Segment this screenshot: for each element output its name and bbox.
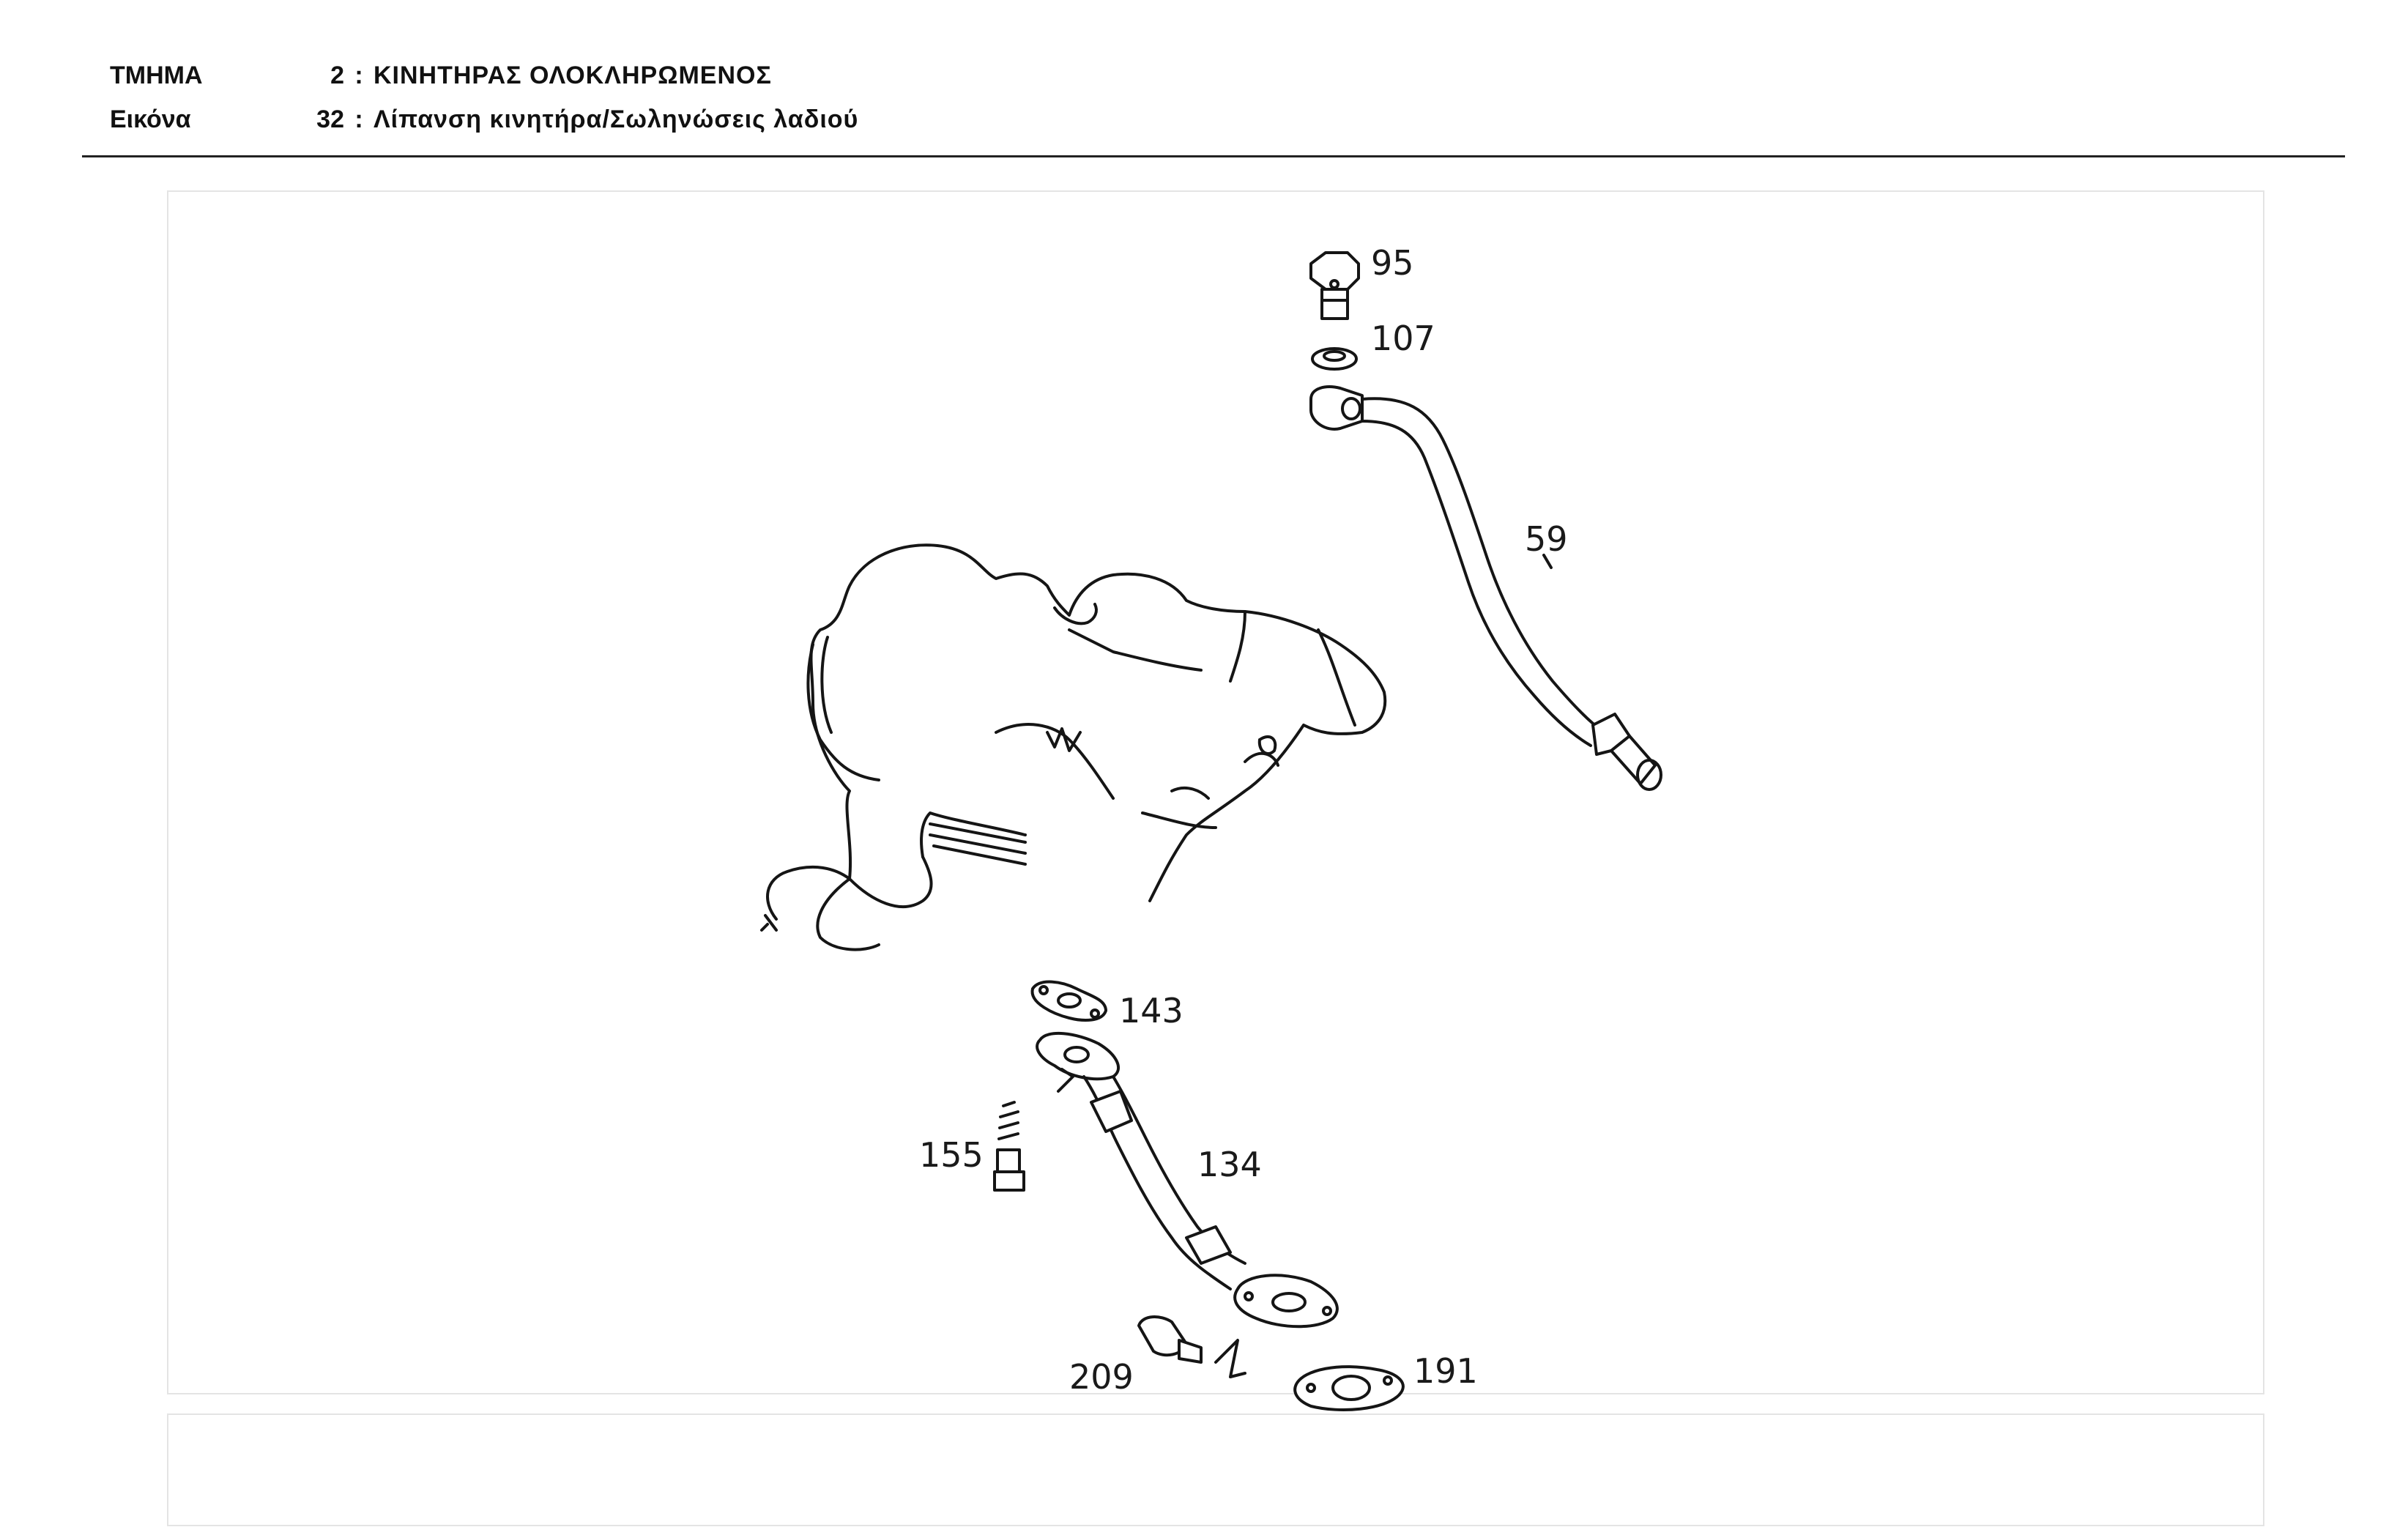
callout-leaders	[1542, 554, 1553, 569]
turbocharger-housing	[760, 543, 1387, 951]
part-59-oil-feed-line	[1309, 385, 1662, 791]
figure-colon: :	[354, 105, 363, 133]
section-title: ΚΙΝΗΤΗΡΑΣ ΟΛΟΚΛΗΡΩΜΕΝΟΣ	[374, 62, 772, 89]
part-143-gasket	[1030, 980, 1107, 1022]
figure-title: Λίπανση κινητήρα/Σωληνώσεις λαδιού	[374, 105, 859, 133]
callout-143: 143	[1119, 991, 1183, 1030]
background-table-ghost-row	[167, 1413, 2264, 1526]
callout-209: 209	[1069, 1357, 1134, 1397]
part-155-bolt	[993, 1068, 1074, 1192]
part-95-banjo-bolt	[1309, 251, 1360, 320]
callout-107: 107	[1371, 319, 1435, 358]
section-label: ΤΜΗΜΑ	[110, 62, 203, 89]
header-divider	[82, 155, 2345, 157]
figure-label: Εικόνα	[110, 105, 191, 133]
section-number: 2	[330, 62, 344, 89]
figure-number: 32	[316, 105, 344, 133]
figure-row: Εικόνα 32 : Λίπανση κινητήρα/Σωληνώσεις …	[110, 105, 1135, 149]
part-134-oil-return-line	[1036, 1031, 1339, 1329]
callout-134: 134	[1197, 1145, 1262, 1184]
callout-155: 155	[919, 1135, 984, 1175]
part-107-seal-ring	[1311, 347, 1358, 371]
section-colon: :	[354, 62, 363, 89]
section-row: ΤΜΗΜΑ 2 : ΚΙΝΗΤΗΡΑΣ ΟΛΟΚΛΗΡΩΜΕΝΟΣ	[110, 62, 1135, 105]
background-table-ghost	[167, 190, 2264, 1394]
callout-191: 191	[1413, 1351, 1478, 1391]
part-191-gasket	[1293, 1365, 1405, 1411]
page-header: ΤΜΗΜΑ 2 : ΚΙΝΗΤΗΡΑΣ ΟΛΟΚΛΗΡΩΜΕΝΟΣ Εικόνα…	[110, 62, 1135, 149]
part-209-bolt	[1137, 1315, 1246, 1378]
callout-95: 95	[1371, 243, 1414, 283]
callout-59: 59	[1525, 519, 1568, 559]
